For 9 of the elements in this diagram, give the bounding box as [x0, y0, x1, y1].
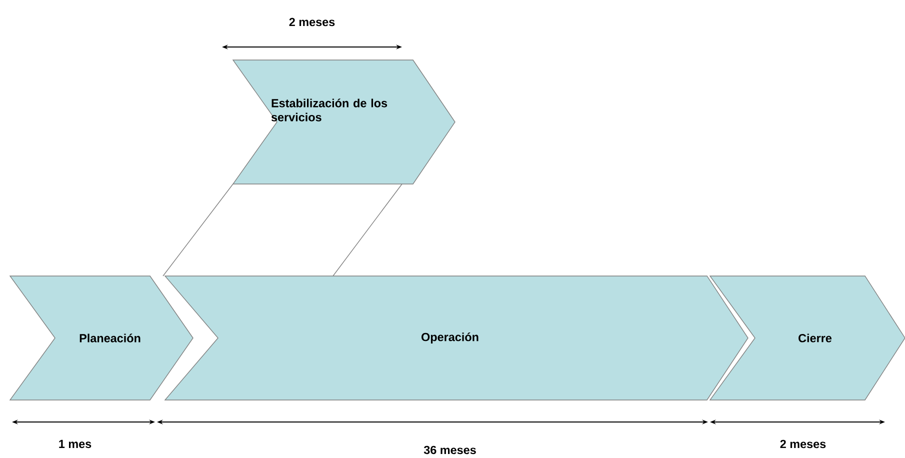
chevron-box: Operación — [164, 276, 748, 400]
duration-label: 2 meses — [289, 18, 335, 26]
chevron-box: Cierre — [709, 276, 905, 400]
chevron-box: Estabilización de los servicios — [232, 60, 456, 184]
node-label: Cierre — [798, 334, 832, 342]
duration-label: 1 mes — [59, 440, 92, 448]
duration-label: 36 meses — [424, 446, 476, 454]
chevron-box: Planeación — [9, 276, 194, 400]
duration-label: 2 meses — [780, 440, 826, 448]
